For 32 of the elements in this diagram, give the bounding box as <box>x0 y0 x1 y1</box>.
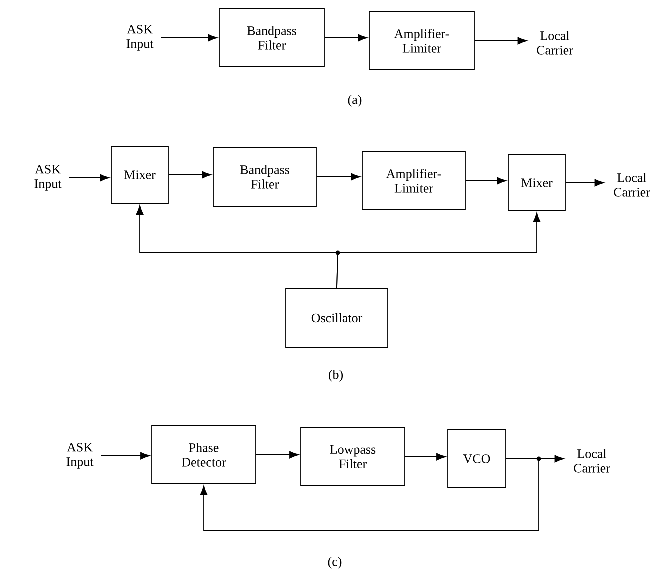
block-box: VCO <box>448 430 506 488</box>
arrow <box>68 174 110 182</box>
arrow <box>474 37 528 45</box>
arrow <box>200 458 540 532</box>
arrow <box>256 451 300 459</box>
signal-label: Local Carrier <box>614 173 650 197</box>
signal-label: ASK Input <box>66 443 94 469</box>
signal-label: ASK Input <box>126 25 154 51</box>
block-box: Bandpass Filter <box>219 8 325 68</box>
arrow <box>466 177 507 185</box>
panel-label: (c) <box>328 557 342 569</box>
signal-label: Local Carrier <box>574 449 610 473</box>
block-box: Lowpass Filter <box>300 428 406 486</box>
arrow <box>168 171 212 179</box>
signal-label: ASK Input <box>34 165 62 191</box>
block-box: Mixer <box>111 146 169 204</box>
arrow <box>160 34 218 42</box>
panel-label: (a) <box>348 95 362 107</box>
arrow <box>316 173 361 181</box>
arrow <box>336 212 541 288</box>
block-box: Amplifier-Limiter <box>362 152 466 210</box>
arrow <box>566 179 604 187</box>
block-box: Amplifier-Limiter <box>369 12 475 70</box>
block-box: Oscillator <box>286 288 388 348</box>
block-box: Bandpass Filter <box>213 147 317 207</box>
panel-label: (b) <box>329 370 344 382</box>
arrow <box>405 453 446 461</box>
block-box: Phase Detector <box>152 426 256 484</box>
block-box: Mixer <box>508 154 566 212</box>
arrow <box>100 452 150 460</box>
arrow <box>324 34 368 42</box>
signal-label: Local Carrier <box>537 31 574 55</box>
